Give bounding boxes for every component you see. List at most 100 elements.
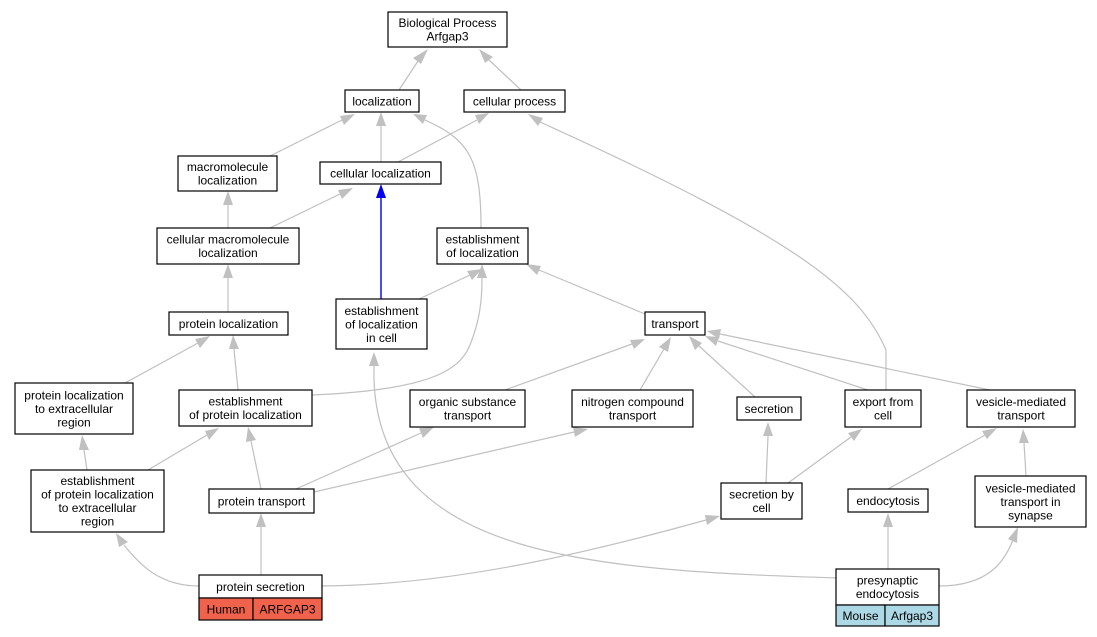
- edges: [79, 49, 1029, 587]
- edge: [123, 544, 200, 587]
- arrowhead: [223, 191, 233, 205]
- arrowhead: [256, 513, 266, 527]
- edge: [269, 193, 341, 229]
- node-label: protein secretion: [216, 580, 305, 594]
- node-box: [644, 311, 706, 336]
- edge: [295, 432, 422, 490]
- edge: [1023, 442, 1027, 477]
- node-label: cellular process: [473, 94, 556, 108]
- arrowhead: [479, 49, 493, 63]
- arrowhead: [419, 427, 434, 438]
- node-box: [571, 389, 694, 428]
- node-transport[interactable]: transport: [644, 311, 706, 336]
- edge: [424, 119, 482, 229]
- arrowhead: [705, 336, 719, 346]
- arrowhead: [848, 429, 862, 441]
- edge: [398, 60, 419, 91]
- node-protein-transport[interactable]: protein transport: [208, 488, 315, 514]
- node-label: endocytosis: [856, 494, 919, 508]
- node-box: [335, 298, 428, 350]
- arrowhead: [982, 428, 997, 439]
- edge: [504, 343, 633, 391]
- node-box: [344, 89, 420, 113]
- arrowhead: [340, 114, 355, 125]
- arrowhead: [883, 513, 893, 527]
- edge: [313, 431, 575, 493]
- node-box: [436, 227, 529, 265]
- arrowhead: [79, 435, 89, 450]
- node-cellular-process[interactable]: cellular process: [463, 89, 566, 113]
- arrowhead: [467, 269, 482, 280]
- edge: [887, 434, 986, 490]
- edge: [538, 269, 646, 315]
- arrowhead: [763, 422, 773, 436]
- edge: [147, 434, 208, 471]
- arrowhead: [338, 188, 353, 199]
- arrowhead: [376, 184, 386, 198]
- gene-cell: [884, 604, 940, 627]
- node-box: [30, 469, 165, 533]
- arrowhead: [659, 337, 671, 352]
- node-label: transport: [651, 317, 699, 331]
- edge: [488, 59, 522, 91]
- edge: [233, 348, 239, 391]
- species-label: Human: [207, 602, 246, 616]
- node-label: protein localization: [179, 317, 278, 331]
- arrowhead: [1019, 429, 1029, 443]
- edge: [719, 333, 991, 391]
- edge: [698, 345, 756, 398]
- node-box: [208, 488, 315, 514]
- node-endocytosis[interactable]: endocytosis: [847, 488, 929, 513]
- node-protein-localization[interactable]: protein localization: [168, 311, 289, 336]
- arrowhead: [369, 352, 379, 366]
- edge: [83, 449, 88, 471]
- arrowhead: [705, 515, 720, 525]
- node-cellular-localization[interactable]: cellular localization: [319, 161, 442, 185]
- gene-label: ARFGAP3: [259, 602, 315, 616]
- node-box: [966, 389, 1076, 428]
- species-label: Mouse: [842, 609, 878, 623]
- arrowhead: [205, 428, 219, 440]
- arrowhead: [630, 339, 645, 349]
- node-protein-secretion[interactable]: protein secretion: [198, 574, 323, 599]
- node-box: [409, 389, 526, 428]
- arrowhead: [526, 264, 541, 275]
- edge: [311, 277, 483, 396]
- node-box: [319, 161, 442, 185]
- arrowhead: [413, 49, 428, 64]
- edge: [124, 342, 199, 384]
- gene-cell: [252, 597, 323, 621]
- node-secretion[interactable]: secretion: [736, 396, 802, 421]
- arrowhead: [195, 336, 210, 348]
- node-box: [720, 482, 803, 520]
- species-tag-protein-secretion: Human ARFGAP3: [198, 597, 323, 621]
- node-box: [178, 389, 313, 427]
- arrowhead: [1008, 527, 1018, 543]
- edge: [397, 119, 478, 163]
- arrowhead: [223, 264, 233, 278]
- node-localization[interactable]: localization: [344, 89, 420, 113]
